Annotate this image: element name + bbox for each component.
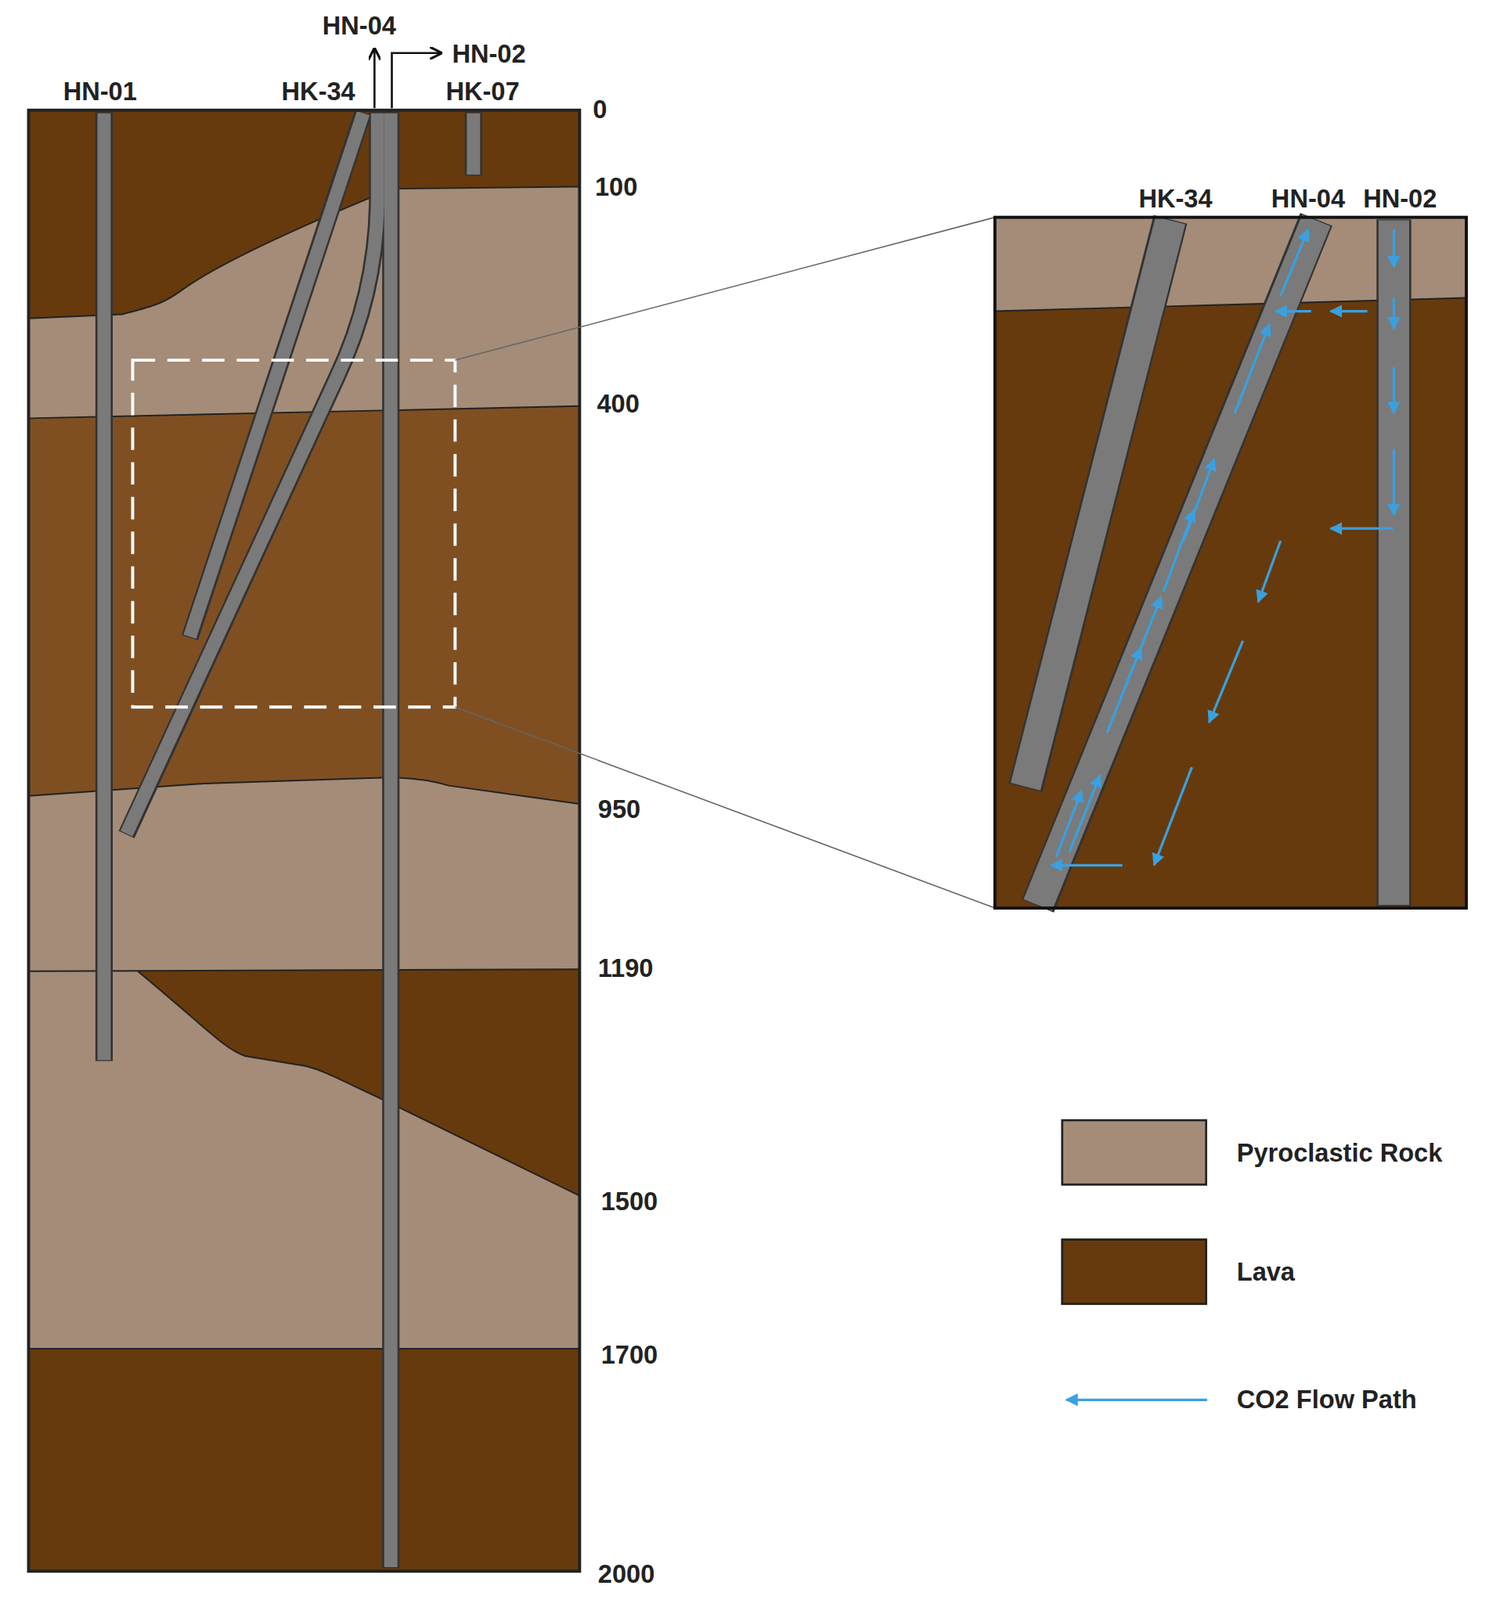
legend-text: Lava [1236,1259,1295,1286]
depth-label: 0 [592,96,607,123]
well-label: HN-02 [451,41,526,68]
well-label: HN-04 [1271,186,1345,213]
depth-label: 1190 [598,955,654,982]
well-label: HK-07 [445,79,520,105]
legend-text: CO2 Flow Path [1236,1387,1418,1414]
legend-swatch [1061,1238,1208,1306]
legend-line-sample [1066,1399,1208,1402]
well-label: HN-01 [63,79,138,105]
depth-label: 950 [598,796,641,823]
depth-label: 100 [594,173,638,200]
depth-label: 1500 [601,1189,659,1216]
depth-label: 1700 [601,1342,659,1369]
depth-label: 400 [596,391,639,418]
legend-text: Pyroclastic Rock [1236,1140,1443,1167]
well-label: HN-02 [1362,186,1437,213]
depth-label: 2000 [598,1561,656,1588]
well-label: HN-04 [322,12,397,39]
legend-swatch [1061,1119,1208,1187]
well-label: HK-34 [281,79,356,105]
well-label: HK-34 [1138,186,1212,213]
